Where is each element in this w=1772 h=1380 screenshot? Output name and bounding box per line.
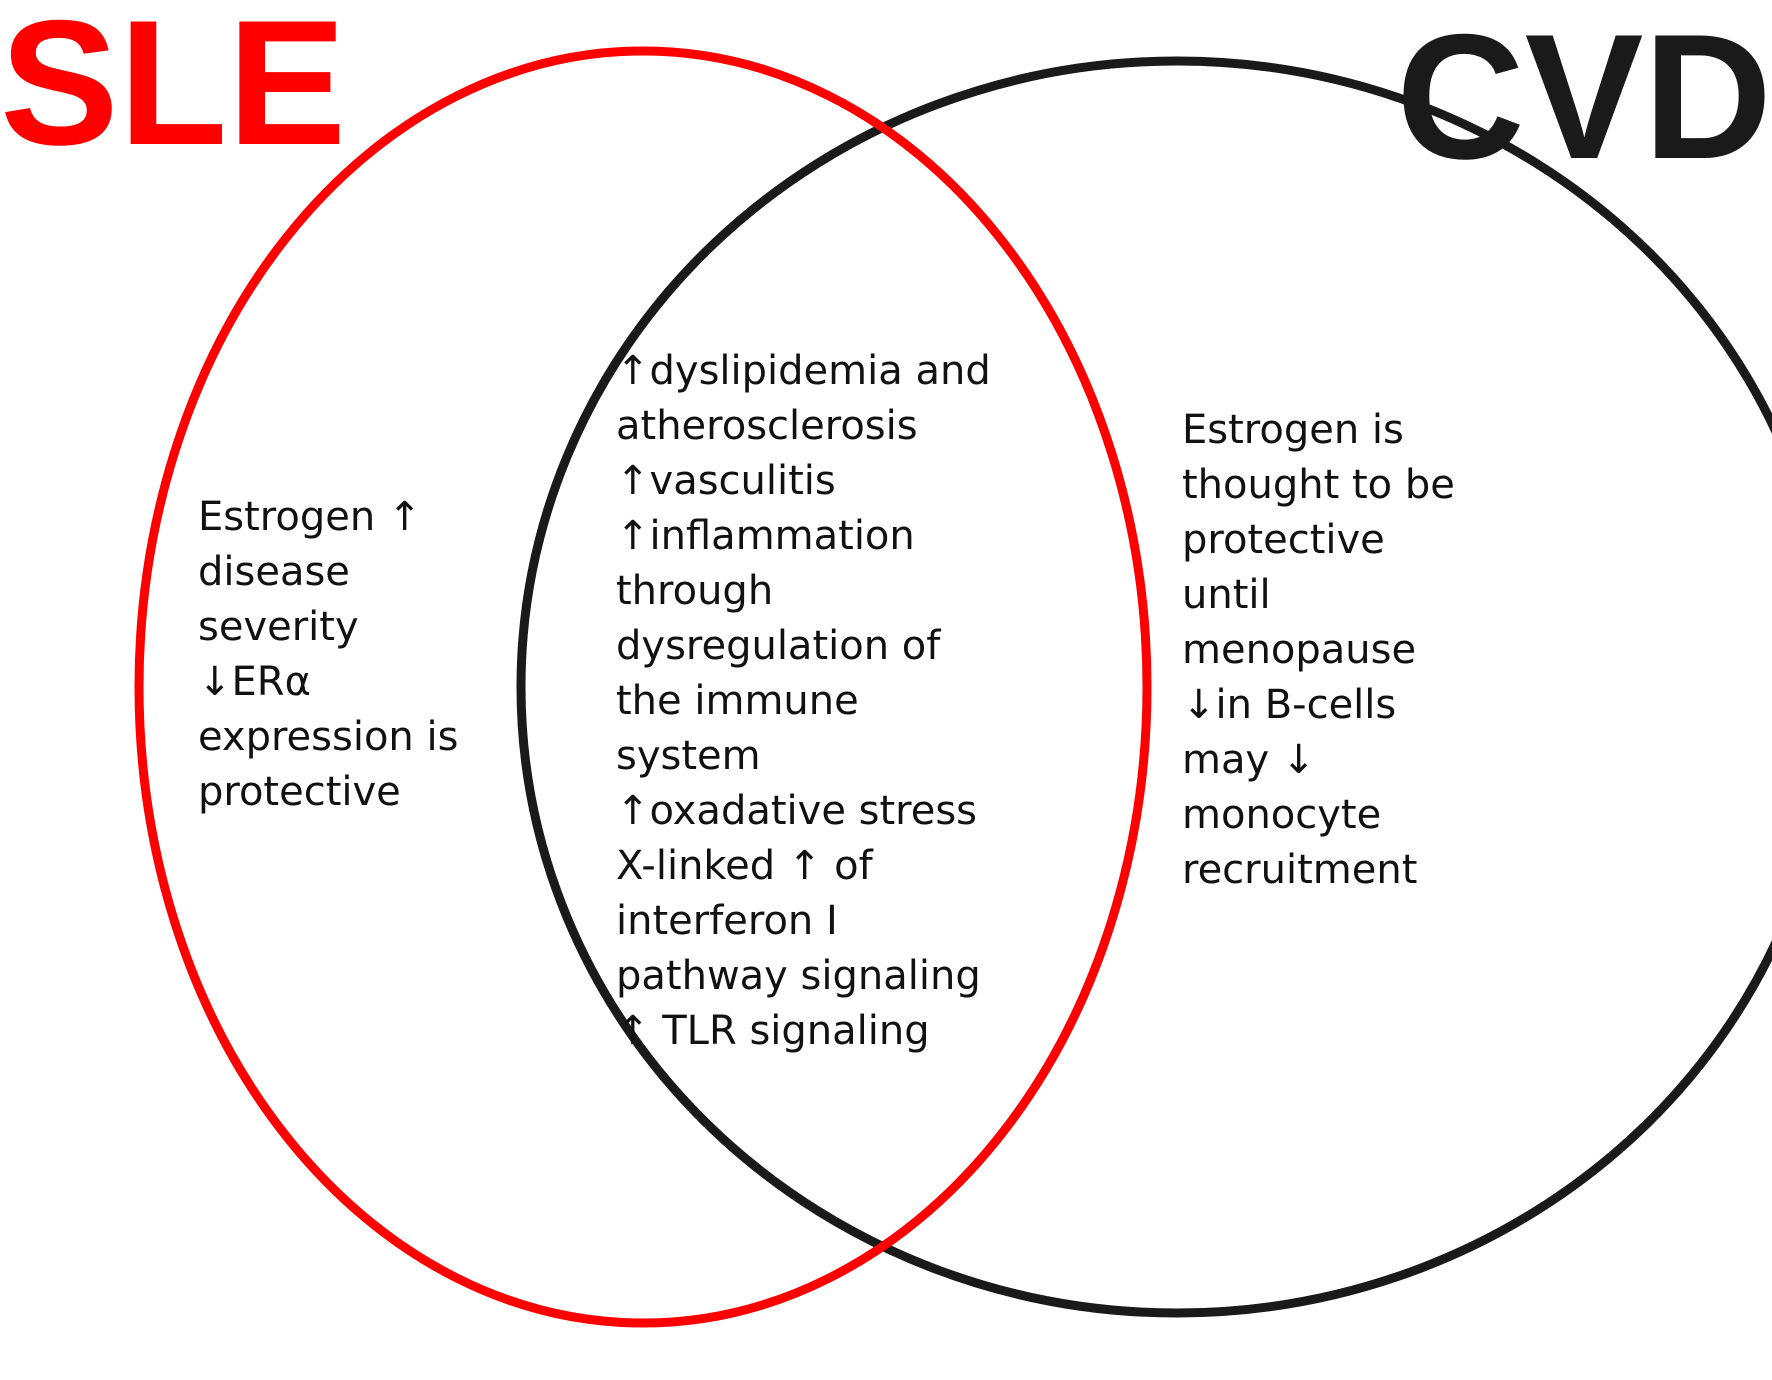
sle-set-ellipse: [134, 46, 1152, 1328]
sle-set-title: SLE: [0, 0, 347, 182]
shared-line: ↑vasculitis: [616, 458, 836, 504]
shared-line: ↑dyslipidemia and: [616, 348, 991, 394]
shared-line: interferon I: [616, 898, 838, 944]
sle-only-line: Estrogen ↑: [198, 494, 422, 540]
shared-line: ↑inflammation: [616, 513, 915, 559]
sle-only-line: ↓ERα: [198, 659, 311, 705]
sle-only-line: expression is: [198, 714, 459, 760]
sle-only-line: severity: [198, 604, 359, 650]
shared-line: dysregulation of: [616, 623, 941, 669]
cvd-only-line: ↓in B-cells: [1182, 682, 1397, 728]
shared-line: the immune: [616, 678, 859, 724]
cvd-only-line: menopause: [1182, 627, 1417, 673]
cvd-set-ellipse: [516, 56, 1772, 1318]
cvd-set-title: CVD: [1396, 0, 1772, 196]
shared-line: system: [616, 733, 761, 779]
cvd-only-line: thought to be: [1182, 462, 1455, 508]
cvd-only-line: recruitment: [1182, 847, 1418, 893]
shared-line: X-linked ↑ of: [616, 843, 873, 889]
cvd-only-line: protective: [1182, 517, 1385, 563]
cvd-only-line: until: [1182, 572, 1271, 618]
shared-line: ↑oxadative stress: [616, 788, 978, 834]
shared-line: through: [616, 568, 774, 614]
shared-line: ↑ TLR signaling: [616, 1008, 930, 1054]
cvd-only-region-text: Estrogen is thought to be protective until m…: [1182, 403, 1455, 898]
sle-only-region-text: Estrogen ↑ disease severity ↓ERα expression …: [198, 490, 458, 820]
cvd-only-line: monocyte: [1182, 792, 1382, 838]
shared-region-text: ↑dyslipidemia and atherosclerosis ↑vasculi…: [616, 344, 991, 1059]
shared-line: pathway signaling: [616, 953, 981, 999]
sle-only-line: disease: [198, 549, 350, 595]
cvd-only-line: Estrogen is: [1182, 407, 1404, 453]
cvd-only-line: may ↓: [1182, 737, 1316, 783]
shared-line: atherosclerosis: [616, 403, 918, 449]
sle-only-line: protective: [198, 769, 401, 815]
